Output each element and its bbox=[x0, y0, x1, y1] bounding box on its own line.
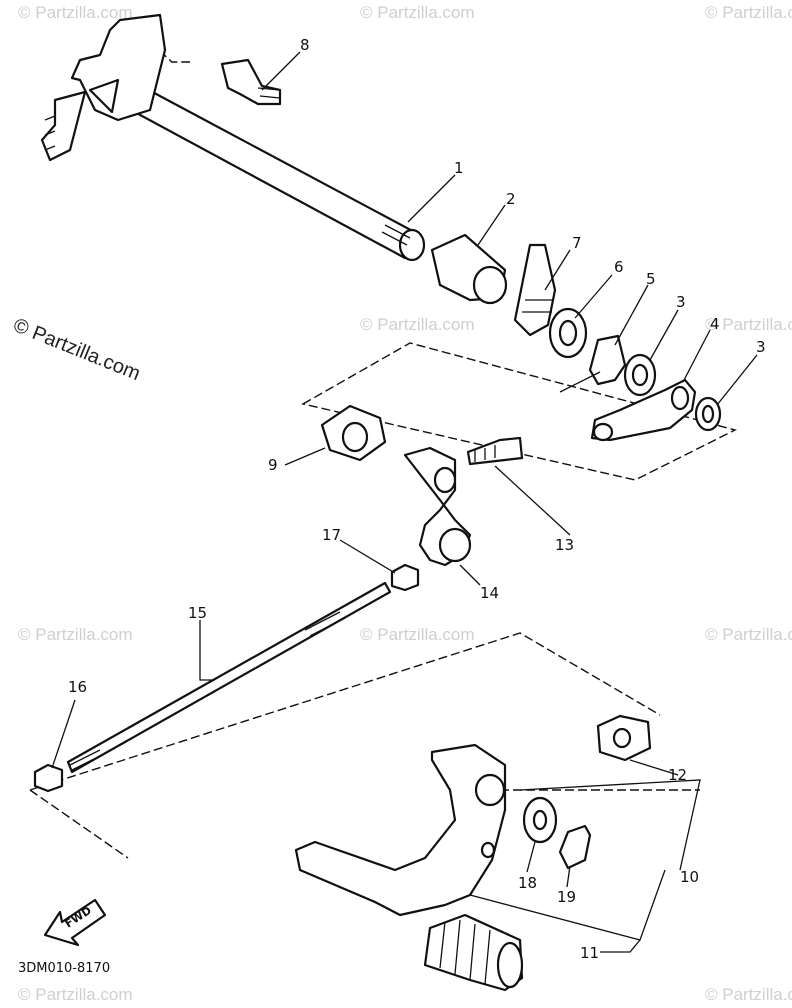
assembly-outline-pedal bbox=[29, 632, 661, 791]
callout-15: 15 bbox=[188, 604, 207, 622]
shift-shaft bbox=[40, 13, 426, 262]
watermark: © Partzilla.com bbox=[360, 625, 475, 644]
bolt-13 bbox=[466, 436, 524, 466]
watermark-grid: © Partzilla.com © Partzilla.com © Partzi… bbox=[18, 3, 792, 1004]
callout-4: 4 bbox=[710, 315, 720, 333]
watermark: © Partzilla.com bbox=[705, 985, 792, 1004]
spring-7 bbox=[513, 243, 557, 337]
callout-19: 19 bbox=[557, 888, 576, 906]
callout-1: 1 bbox=[454, 159, 464, 177]
watermark: © Partzilla.com bbox=[705, 625, 792, 644]
tie-rod-15 bbox=[66, 581, 392, 774]
watermark: © Partzilla.com bbox=[705, 3, 792, 22]
circlip-3-lower bbox=[694, 396, 722, 432]
pedal-rubber-11 bbox=[423, 913, 524, 992]
nut-17 bbox=[390, 563, 420, 592]
bolt-8 bbox=[220, 58, 282, 106]
assembly-outline-pedal bbox=[29, 789, 129, 859]
callout-17: 17 bbox=[322, 526, 341, 544]
assembly-outline-springs bbox=[301, 342, 737, 481]
callout-18: 18 bbox=[518, 874, 537, 892]
watermark: © Partzilla.com bbox=[18, 3, 133, 22]
lever-4 bbox=[590, 378, 697, 442]
watermark: © Partzilla.com bbox=[360, 3, 475, 22]
callout-5: 5 bbox=[646, 270, 656, 288]
shift-pedal-10 bbox=[294, 743, 507, 917]
callout-13: 13 bbox=[555, 536, 574, 554]
callout-10: 10 bbox=[680, 868, 699, 886]
washer-6 bbox=[548, 307, 588, 359]
shift-arm-14 bbox=[403, 446, 472, 567]
callout-11: 11 bbox=[580, 944, 599, 962]
watermark: © Partzilla.com bbox=[18, 985, 133, 1004]
nut-16 bbox=[33, 763, 64, 793]
washer-18 bbox=[522, 796, 558, 844]
callout-2: 2 bbox=[506, 190, 516, 208]
bearing-9 bbox=[320, 404, 387, 462]
callout-3-upper: 3 bbox=[676, 293, 686, 311]
callout-6: 6 bbox=[614, 258, 624, 276]
watermark: © Partzilla.com bbox=[18, 625, 133, 644]
assembly-outline-bolt bbox=[149, 41, 190, 63]
callout-7: 7 bbox=[572, 234, 582, 252]
circlip-3-upper bbox=[623, 353, 657, 397]
leader-lines bbox=[51, 51, 758, 953]
callout-14: 14 bbox=[480, 584, 499, 602]
watermark: © Partzilla.com bbox=[360, 315, 475, 334]
joint-12 bbox=[596, 714, 652, 762]
collar-2 bbox=[430, 233, 508, 305]
callout-16: 16 bbox=[68, 678, 87, 696]
main-watermark: © Partzilla.com bbox=[10, 314, 143, 385]
diagram-code: 3DM010-8170 bbox=[18, 961, 110, 976]
fwd-arrow: FWD bbox=[43, 898, 107, 947]
callout-12: 12 bbox=[668, 766, 687, 784]
eclip-19 bbox=[558, 824, 592, 870]
callout-3-lower: 3 bbox=[756, 338, 766, 356]
callout-labels: 8 1 2 7 6 5 3 4 3 9 13 14 17 15 16 12 10… bbox=[68, 36, 766, 962]
spring-5 bbox=[559, 334, 627, 393]
callout-9: 9 bbox=[268, 456, 278, 474]
callout-8: 8 bbox=[300, 36, 310, 54]
watermark: © Partzilla.com bbox=[705, 315, 792, 334]
